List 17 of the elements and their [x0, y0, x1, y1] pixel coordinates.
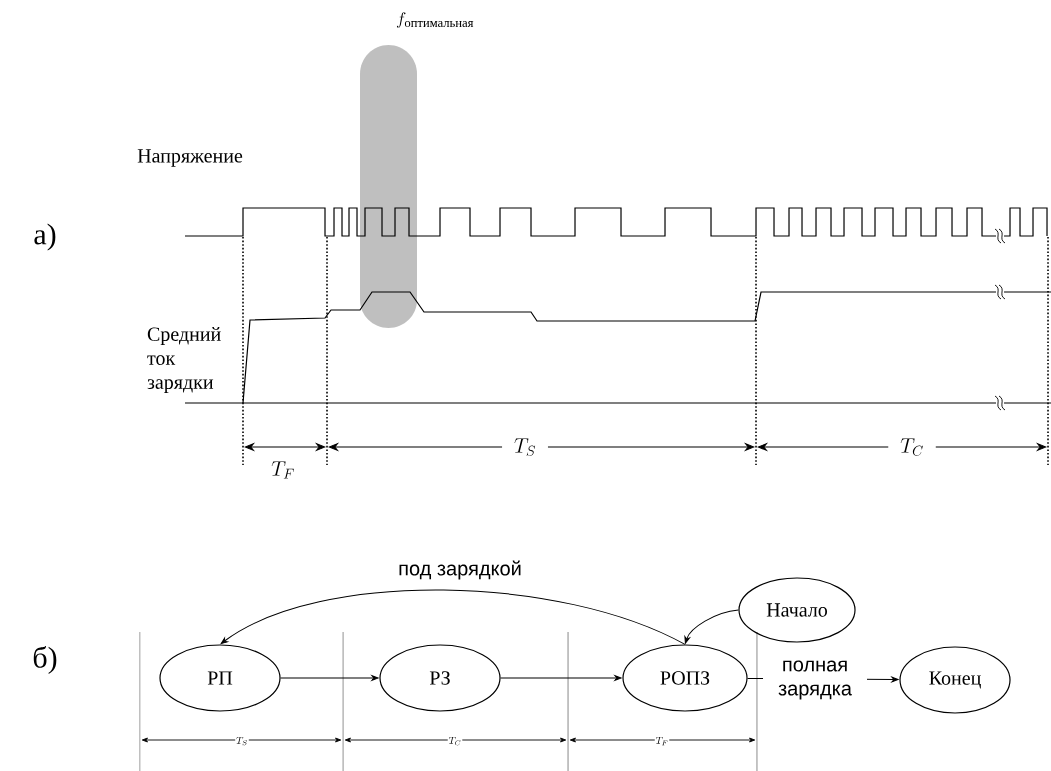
duration-label: $T_S$	[235, 735, 249, 747]
duration-label: $T_C$	[888, 426, 936, 468]
arrow	[220, 589, 686, 645]
duration-label: $T_S$	[502, 426, 548, 468]
arrow	[500, 675, 622, 681]
axis-label: Напряжение	[137, 149, 243, 167]
arrow	[684, 609, 739, 644]
panel-label: а)	[34, 223, 56, 251]
edge-label: полная зарядка	[763, 658, 867, 702]
duration-label: $T_C$	[447, 735, 463, 747]
panel-label: б)	[33, 646, 57, 674]
frequency-label: $f_{\text{оптимальная}}$	[396, 12, 474, 28]
arrow	[280, 675, 379, 681]
duration-label: $T_F$	[271, 461, 294, 479]
axis-label: Средний ток зарядки	[147, 327, 221, 393]
edge-label: под зарядкой	[396, 558, 524, 582]
duration-label: $T_F$	[654, 735, 670, 747]
